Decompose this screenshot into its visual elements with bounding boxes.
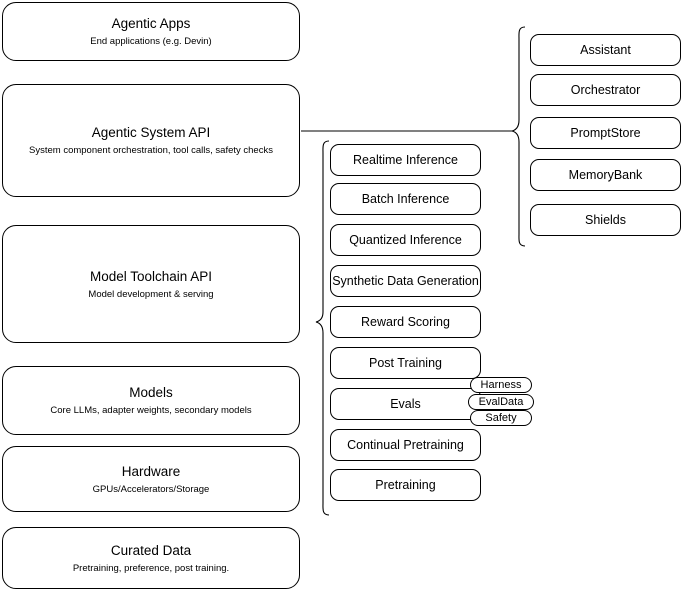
- layer-agentic-apps[interactable]: Agentic Apps End applications (e.g. Devi…: [2, 2, 300, 61]
- layer-agentic-system-api[interactable]: Agentic System API System component orch…: [2, 84, 300, 197]
- eval-tag-evaldata[interactable]: EvalData: [468, 394, 534, 410]
- eval-tag-harness[interactable]: Harness: [470, 377, 532, 393]
- brace-toolchain-capabilities: [315, 140, 330, 516]
- capability-label: Continual Pretraining: [347, 438, 464, 452]
- component-label: PromptStore: [570, 126, 641, 140]
- capability-label: Post Training: [369, 356, 442, 370]
- layer-title: Hardware: [121, 463, 181, 479]
- layer-title: Models: [129, 385, 173, 400]
- layer-subtitle: System component orchestration, tool cal…: [29, 145, 273, 156]
- capability-evals[interactable]: Evals: [330, 388, 481, 420]
- component-label: MemoryBank: [568, 168, 643, 182]
- component-label: Shields: [585, 213, 626, 227]
- layer-subtitle: Core LLMs, adapter weights, secondary mo…: [50, 405, 252, 416]
- layer-model-toolchain-api[interactable]: Model Toolchain API Model development & …: [2, 225, 300, 343]
- capability-synthetic-data-generation[interactable]: Synthetic Data Generation: [330, 265, 481, 297]
- layer-hardware[interactable]: Hardware GPUs/Accelerators/Storage: [2, 446, 300, 512]
- capability-label: Realtime Inference: [353, 153, 458, 167]
- eval-tag-safety[interactable]: Safety: [470, 410, 532, 426]
- component-promptstore[interactable]: PromptStore: [530, 117, 681, 149]
- capability-reward-scoring[interactable]: Reward Scoring: [330, 306, 481, 338]
- capability-post-training[interactable]: Post Training: [330, 347, 481, 379]
- capability-label: Pretraining: [375, 478, 436, 492]
- layer-curated-data[interactable]: Curated Data Pretraining, preference, po…: [2, 527, 300, 589]
- eval-tag-label: Harness: [480, 378, 522, 391]
- component-orchestrator[interactable]: Orchestrator: [530, 74, 681, 106]
- eval-tag-label: Safety: [485, 411, 517, 424]
- layer-models[interactable]: Models Core LLMs, adapter weights, secon…: [2, 366, 300, 435]
- capability-label: Evals: [390, 397, 421, 411]
- component-label: Assistant: [580, 43, 631, 57]
- component-assistant[interactable]: Assistant: [530, 34, 681, 66]
- capability-batch-inference[interactable]: Batch Inference: [330, 183, 481, 215]
- layer-title: Agentic Apps: [111, 16, 191, 31]
- eval-tag-label: EvalData: [478, 395, 524, 408]
- capability-quantized-inference[interactable]: Quantized Inference: [330, 224, 481, 256]
- capability-realtime-inference[interactable]: Realtime Inference: [330, 144, 481, 176]
- capability-label: Reward Scoring: [361, 315, 450, 329]
- capability-pretraining[interactable]: Pretraining: [330, 469, 481, 501]
- component-shields[interactable]: Shields: [530, 204, 681, 236]
- layer-subtitle: Model development & serving: [88, 288, 214, 300]
- capability-label: Quantized Inference: [349, 233, 462, 247]
- capability-label: Batch Inference: [361, 192, 450, 206]
- layer-title: Model Toolchain API: [89, 268, 213, 284]
- capability-label: Synthetic Data Generation: [332, 274, 479, 288]
- layer-title: Curated Data: [110, 542, 192, 558]
- capability-continual-pretraining[interactable]: Continual Pretraining: [330, 429, 481, 461]
- layer-subtitle: End applications (e.g. Devin): [90, 36, 212, 47]
- component-memorybank[interactable]: MemoryBank: [530, 159, 681, 191]
- layer-subtitle: GPUs/Accelerators/Storage: [92, 483, 210, 495]
- layer-subtitle: Pretraining, preference, post training.: [72, 562, 230, 574]
- component-label: Orchestrator: [570, 83, 641, 97]
- layer-title: Agentic System API: [91, 125, 211, 140]
- brace-agentic-components: [511, 26, 526, 247]
